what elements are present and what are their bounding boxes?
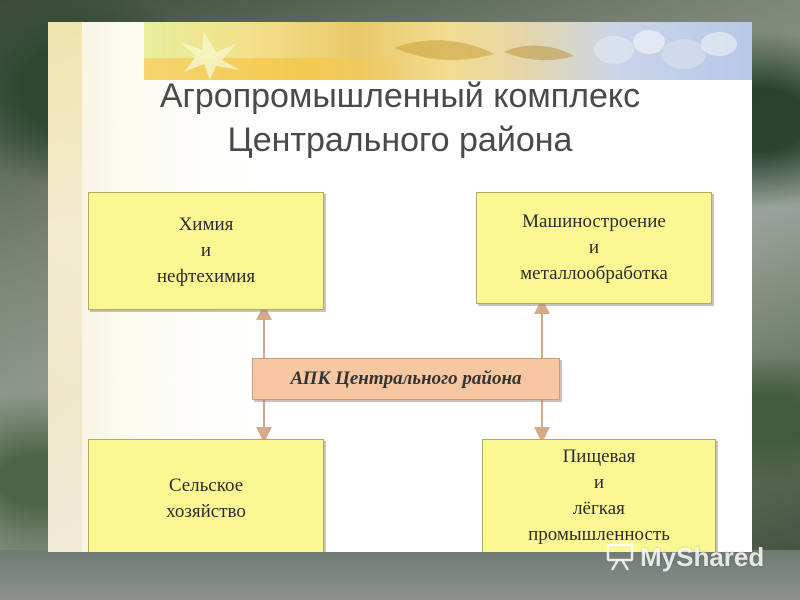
decorative-banner [144, 22, 752, 80]
box-chemistry-line-2: и [200, 240, 212, 261]
box-agriculture-line-1: Сельское [168, 475, 244, 496]
decorative-strip [48, 22, 82, 552]
presentation-icon [606, 542, 634, 571]
title-line-2: Центрального района [227, 121, 573, 159]
box-machinery-line-2: и [588, 237, 600, 258]
title-line-1: Агропромышленный комплекс [159, 77, 641, 115]
slide: Агропромышленный комплекс Центрального р… [48, 22, 752, 552]
box-chemistry: Химия и нефтехимия [88, 192, 324, 310]
page-title: Агропромышленный комплекс Центрального р… [48, 74, 752, 162]
box-machinery-line-1: Машиностроение [522, 211, 666, 232]
box-food-line-4: промышленность [528, 524, 670, 545]
box-machinery-line-3: металлообработка [520, 263, 668, 284]
box-machinery: Машиностроение и металлообработка [476, 192, 712, 304]
box-food-line-1: Пищевая [562, 446, 636, 467]
watermark: MyShared [606, 540, 764, 574]
connector-arrows [256, 298, 550, 443]
box-agriculture: Сельское хозяйство [88, 439, 324, 552]
box-chemistry-line-3: нефтехимия [156, 266, 256, 287]
watermark-text: MyShared [640, 541, 765, 572]
box-food-line-2: и [593, 472, 605, 493]
box-chemistry-line-1: Химия [178, 214, 234, 235]
leaf-decoration-icon [180, 30, 737, 80]
box-agriculture-line-2: хозяйство [166, 501, 246, 522]
box-food-line-3: лёгкая [573, 498, 625, 519]
box-food-industry: Пищевая и лёгкая промышленность [482, 439, 716, 552]
center-node: АПК Центрального района [252, 358, 560, 400]
